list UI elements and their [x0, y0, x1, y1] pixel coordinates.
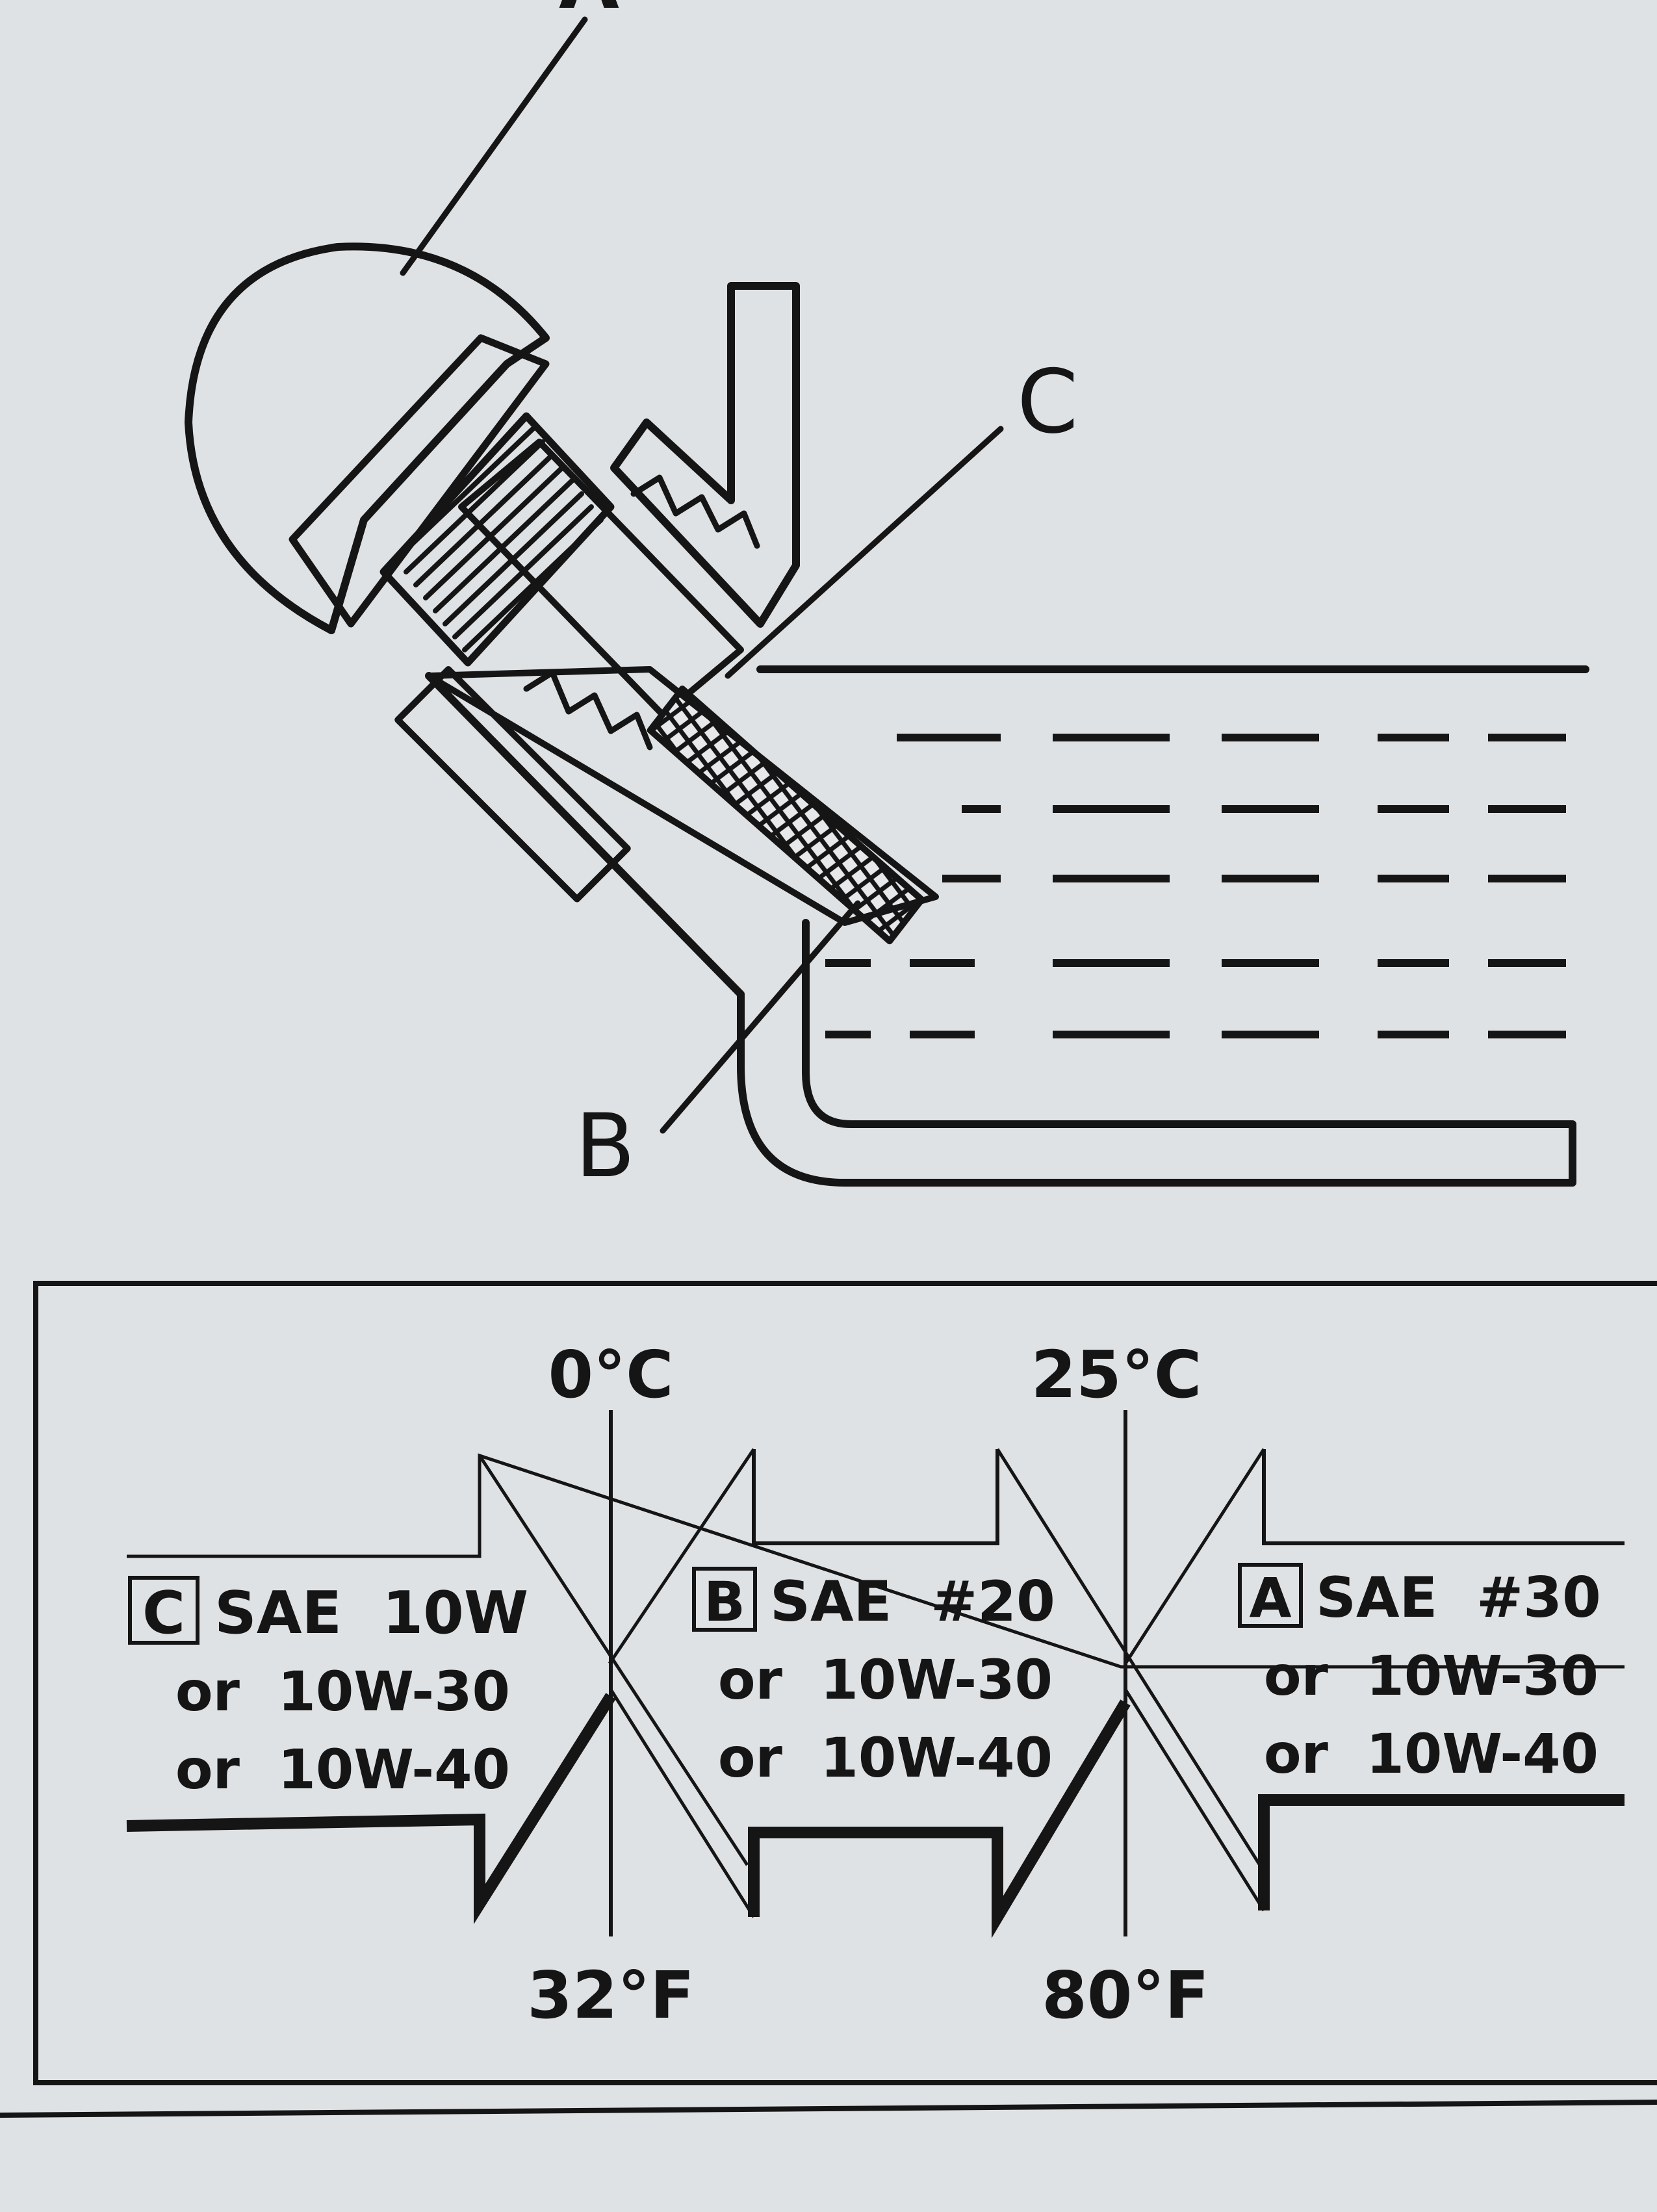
callout-b-label: B	[575, 1095, 636, 1197]
grade-a-alt1: or 10W-30	[1264, 1644, 1599, 1708]
filler-neck-lower	[426, 666, 939, 926]
oil-surface-dashes	[825, 734, 1566, 1038]
callout-c-label: C	[1017, 351, 1078, 453]
grade-a-letter: A	[1249, 1566, 1291, 1630]
oil-pan-wall	[425, 672, 1576, 1187]
oil-level-diagram: A	[185, 0, 1589, 1197]
page-bottom-rule	[0, 2100, 1657, 2118]
grade-a-name: SAE #30	[1316, 1565, 1601, 1630]
temp-label-0c: 0°C	[548, 1337, 674, 1413]
grade-b-letter: B	[704, 1570, 745, 1634]
lower-crossing-2	[1124, 1688, 1266, 1912]
temp-label-80f: 80°F	[1042, 1957, 1209, 2033]
grade-a-alt2: or 10W-40	[1264, 1722, 1599, 1786]
grade-b-alt1: or 10W-30	[718, 1648, 1053, 1712]
callout-c-leader	[725, 426, 1004, 679]
grade-range-arrows	[126, 1448, 1625, 1938]
grade-a-letter-box	[1238, 1563, 1303, 1628]
crossing-line-3	[608, 1448, 756, 1665]
right-arrow-bottom	[1258, 1794, 1625, 1910]
grade-b-alt2: or 10W-40	[718, 1726, 1053, 1790]
crossing-line-4	[1124, 1448, 1266, 1665]
grade-b-letter-box	[692, 1567, 757, 1632]
dipstick-thread-body	[379, 412, 615, 667]
grade-c-letter-box	[128, 1576, 199, 1645]
right-arrow-top	[1262, 1449, 1625, 1545]
dipstick-level-zone	[647, 686, 925, 945]
grade-b-block: B SAE #20 or 10W-30 or 10W-40	[692, 1567, 1055, 1790]
grade-c-letter: C	[142, 1579, 185, 1647]
dipstick-blade	[394, 666, 631, 903]
middle-arrow-top	[752, 1449, 999, 1545]
dipstick-cap-rim	[289, 334, 550, 628]
grade-c-alt2: or 10W-40	[175, 1738, 510, 1801]
filler-bracket	[610, 282, 800, 628]
grade-b-name: SAE #20	[770, 1569, 1055, 1634]
callout-a-label: A	[559, 0, 619, 27]
grade-c-block: C SAE 10W or 10W-30 or 10W-40	[128, 1576, 528, 1801]
callout-b-leader	[660, 900, 861, 1134]
crossing-line-2	[995, 1448, 1266, 1873]
temp-label-32f: 32°F	[527, 1957, 694, 2033]
chart-frame	[33, 1281, 1657, 2085]
lower-crossing-1	[609, 1688, 756, 1918]
callout-a-leader	[400, 16, 588, 276]
grade-c-name: SAE 10W	[214, 1579, 528, 1647]
middle-arrow-bottom	[748, 1699, 1131, 1938]
dipstick-cap	[185, 242, 550, 634]
bracket-spring	[630, 474, 760, 549]
grade-c-alt1: or 10W-30	[175, 1660, 510, 1723]
left-arrow-bottom	[126, 1693, 616, 1925]
temp-label-25c: 25°C	[1031, 1337, 1202, 1413]
grade-a-block: A SAE #30 or 10W-30 or 10W-40	[1238, 1563, 1601, 1786]
oil-viscosity-temperature-chart: 0°C 25°C 32°F 80°F C SAE 10W or 10W-30 o…	[33, 1281, 1657, 2085]
